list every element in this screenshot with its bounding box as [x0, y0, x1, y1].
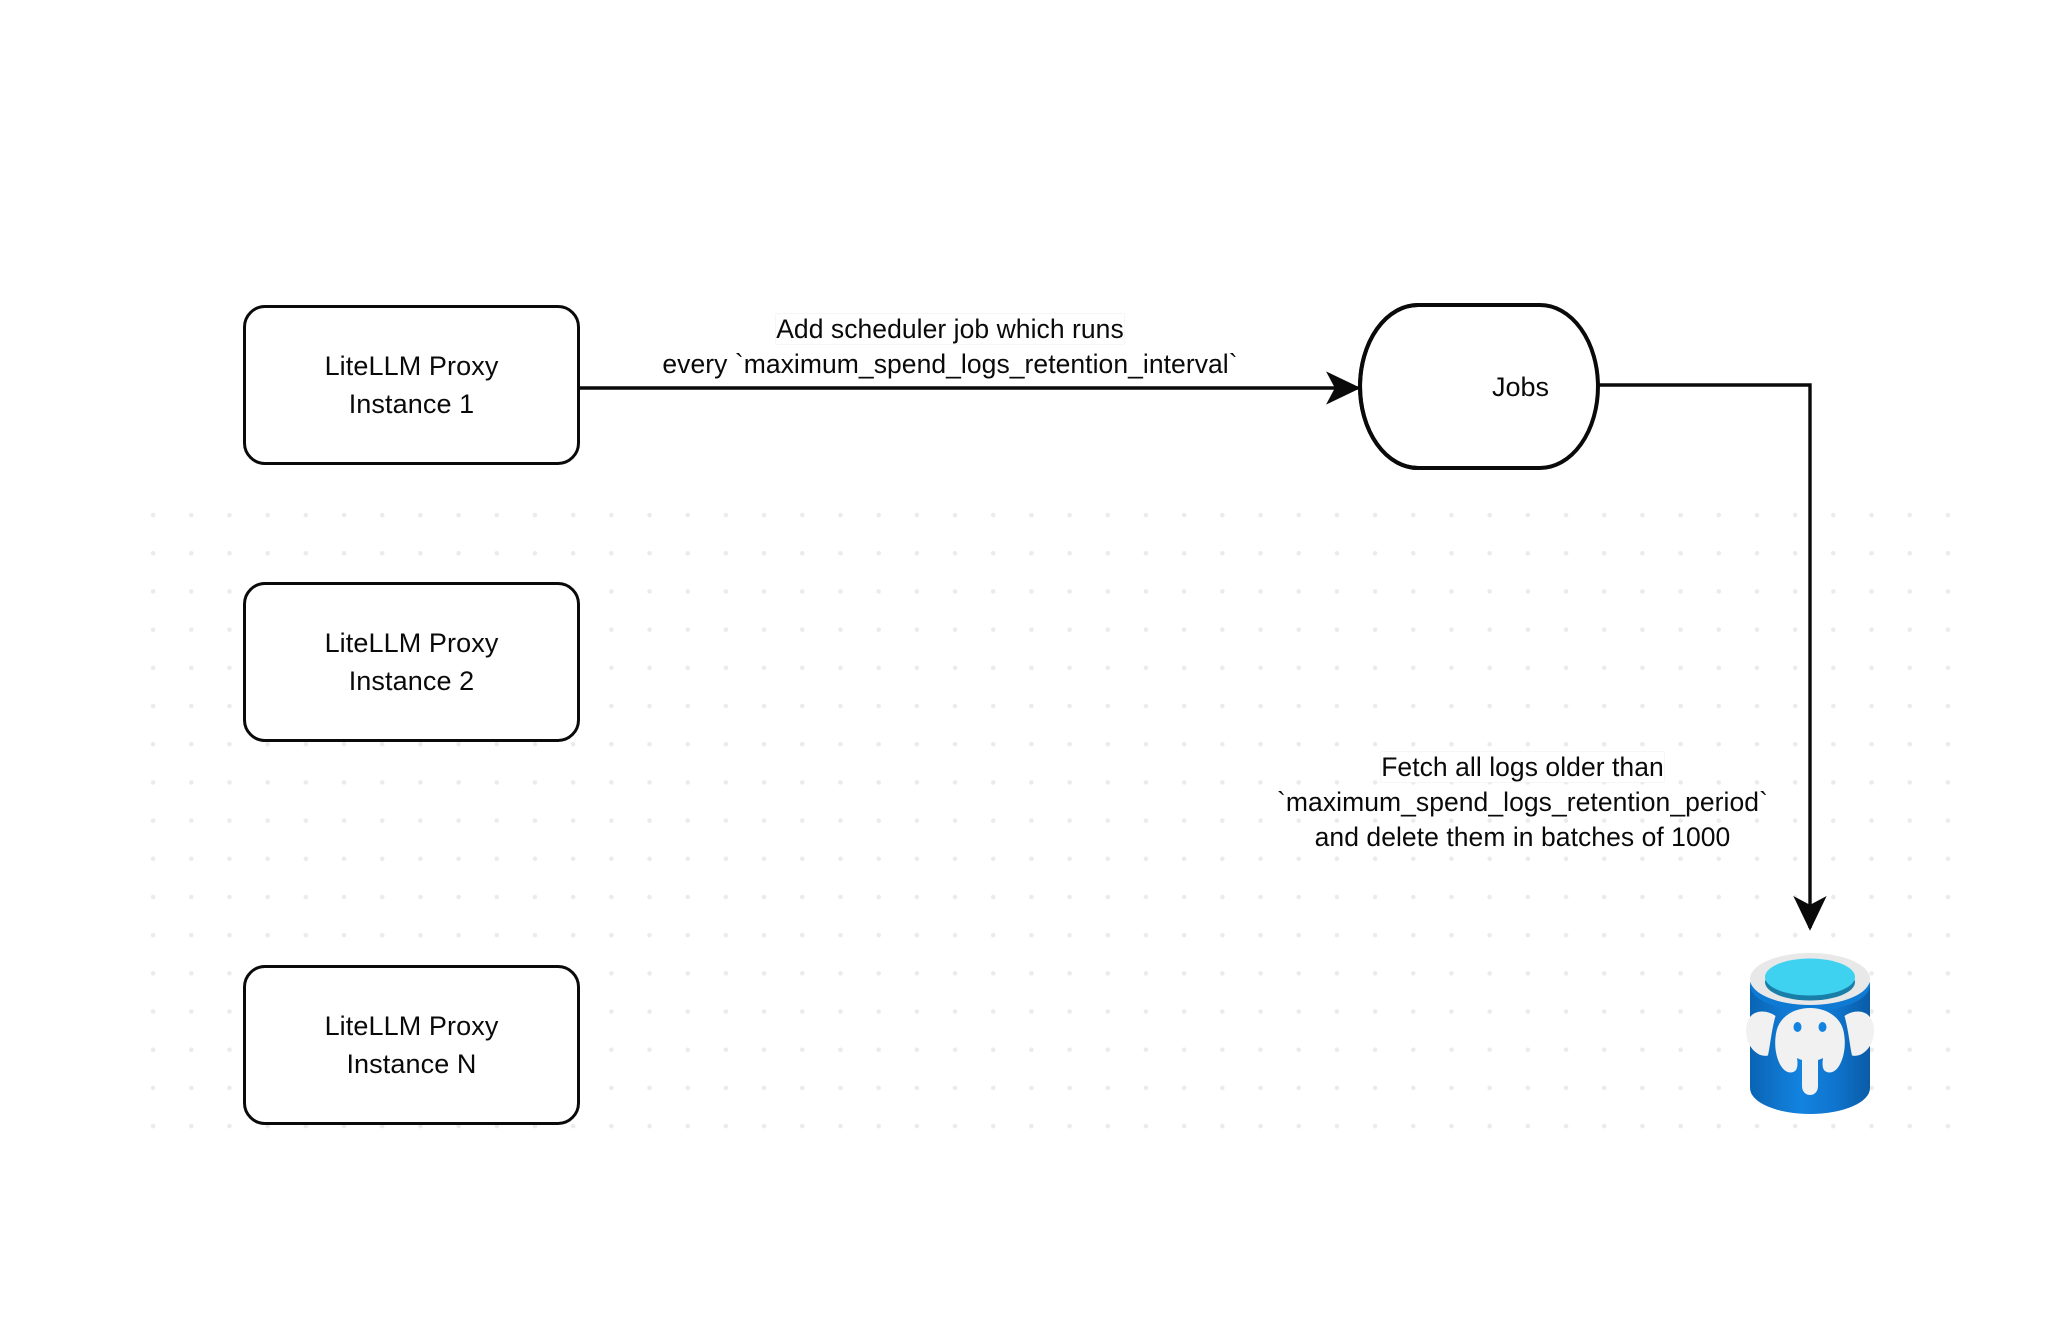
node-label-line-1: LiteLLM Proxy: [324, 627, 499, 658]
edge-label-fetch-delete: Fetch all logs older than `maximum_spend…: [1245, 750, 1800, 856]
connector-jobs-to-postgres: [1598, 383, 1827, 931]
edge-label-line-1: Add scheduler job which runs: [620, 312, 1280, 347]
jobs-cylinder-shape: [1358, 303, 1600, 470]
edge-label-line-1-text: Add scheduler job which runs: [776, 314, 1124, 344]
node-label-line-2: Instance N: [346, 1049, 477, 1079]
edge-label-line-1: Fetch all logs older than: [1245, 750, 1800, 785]
edge-label-line-2: every `maximum_spend_logs_retention_inte…: [662, 349, 1238, 380]
node-label-line-2: Instance 2: [348, 666, 475, 696]
edge-label-line-2: `maximum_spend_logs_retention_period`: [1277, 787, 1768, 818]
jobs-cylinder-label: Jobs: [1492, 372, 1550, 402]
edge-label-line-3: and delete them in batches of 1000: [1314, 822, 1731, 853]
node-proxy-instance-1[interactable]: LiteLLM Proxy Instance 1: [243, 305, 580, 465]
edge-label-scheduler-job: Add scheduler job which runs every `maxi…: [620, 312, 1280, 382]
node-proxy-instance-n[interactable]: LiteLLM Proxy Instance N: [243, 965, 580, 1125]
edge-label-line-1-text: Fetch all logs older than: [1381, 752, 1664, 782]
node-proxy-instance-2[interactable]: LiteLLM Proxy Instance 2: [243, 582, 580, 742]
postgresql-database-icon: [1745, 953, 1875, 1114]
node-label-line-1: LiteLLM Proxy: [324, 1010, 499, 1041]
node-label-line-1: LiteLLM Proxy: [324, 350, 499, 381]
node-label-line-2: Instance 1: [348, 389, 475, 419]
postgres-elephant-glyph: [1745, 1008, 1875, 1095]
